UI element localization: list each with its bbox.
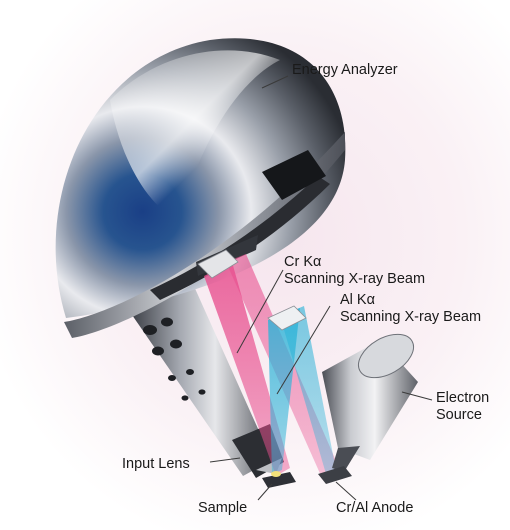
electron-source (322, 333, 418, 472)
al-ka-label: Al Kα (340, 292, 375, 308)
electron-source-label: Electron (436, 390, 489, 406)
electron-source-subtitle: Source (436, 407, 482, 423)
anode-label: Cr/Al Anode (336, 500, 413, 516)
al-ka-beam (268, 306, 336, 474)
sample-holder (262, 472, 296, 488)
electron-source-leader (401, 391, 433, 401)
input-lens (130, 284, 284, 478)
sample-label: Sample (198, 500, 247, 516)
energy-analyzer-leader (261, 75, 289, 89)
anode-leader (335, 481, 357, 501)
cr-crystal (197, 249, 239, 279)
sample-leader (257, 483, 273, 501)
input-lens-label: Input Lens (122, 456, 190, 472)
input-lens-leader (209, 457, 241, 463)
energy-analyzer (55, 38, 346, 338)
cr-ka-leader (236, 269, 284, 354)
anode-block (318, 466, 352, 484)
energy-analyzer-label: Energy Analyzer (292, 62, 398, 78)
al-crystal (267, 305, 307, 331)
al-ka-subtitle: Scanning X-ray Beam (340, 309, 481, 325)
cr-ka-label: Cr Kα (284, 254, 321, 270)
sample-spot (271, 471, 281, 477)
al-ka-leader (276, 305, 331, 395)
cr-ka-subtitle: Scanning X-ray Beam (284, 271, 425, 287)
